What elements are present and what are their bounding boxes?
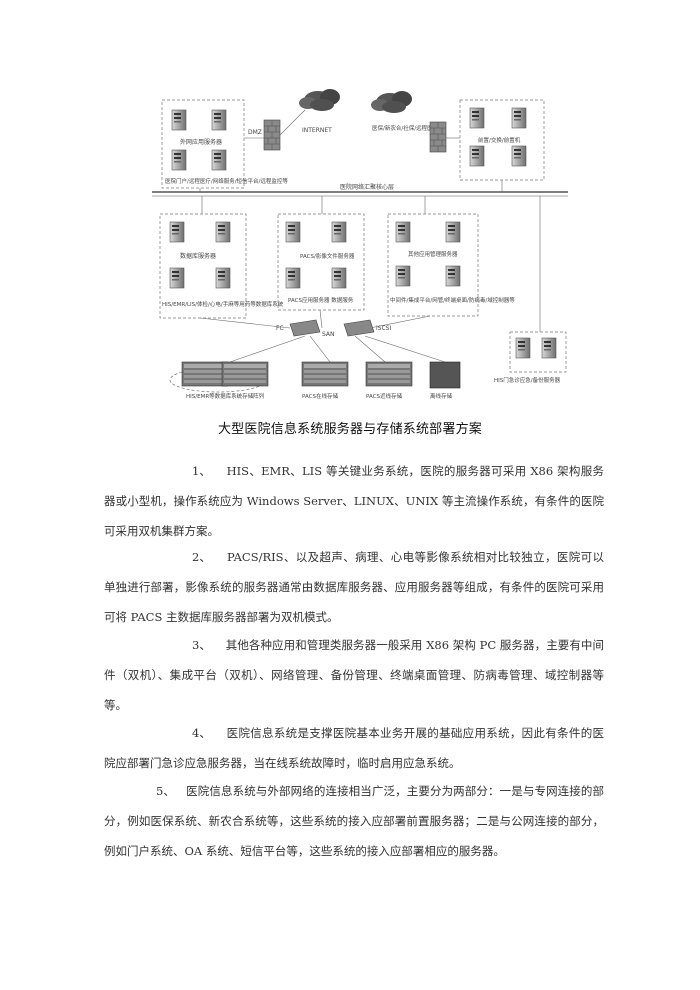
database-server-group: 数据库服务器 HIS/EMR/LIS/体检/心电/手麻等用药等数据库系统 — [159, 213, 284, 319]
paragraph-number: 4、 — [192, 726, 211, 740]
pacs-online-storage-icon — [301, 361, 349, 387]
network-deployment-diagram: 外网应用服务器 医院门户/远程医疗/网络服务/短信平台/远程监控等 DMZ IN… — [140, 80, 580, 415]
right-firewall-icon — [429, 121, 447, 153]
his-storage-label: HIS/EMR等数据库系统存储阵列 — [186, 392, 265, 400]
pacs-group-label: PACS应用服务器 数据服务 — [288, 296, 354, 304]
paragraph-text: 医院信息系统是支撑医院基本业务开展的基础应用系统，因此有条件的医院应部署门急诊应… — [104, 726, 604, 770]
dmz-firewall-icon — [263, 119, 281, 151]
pacs-server-label: PACS/影像文件服务器 — [300, 252, 355, 260]
pacs-nearline-label: PACS近线存储 — [366, 392, 402, 400]
dmz-label: DMZ — [248, 129, 262, 136]
pacs-nearline-storage-icon — [365, 361, 413, 387]
paragraph-4: 4、 医院信息系统是支撑医院基本业务开展的基础应用系统，因此有条件的医院应部署门… — [104, 718, 604, 778]
paragraph-number: 2、 — [192, 550, 211, 564]
pacs-server-group: PACS/影像文件服务器 PACS应用服务器 数据服务 — [277, 213, 365, 311]
internet-label: INTERNET — [302, 127, 332, 134]
san-label: SAN — [322, 331, 335, 338]
other-server-group: 其他应用管理服务器 中间件/集成平台/网管/终端桌面/防病毒/域控制器等 — [387, 213, 515, 317]
db-server-label: 数据库服务器 — [180, 252, 216, 260]
paragraph-number: 5、 — [156, 784, 175, 798]
paragraph-number: 3、 — [192, 638, 211, 652]
pacs-online-label: PACS在线存储 — [302, 392, 338, 400]
paragraph-1: 1、 HIS、EMR、LIS 等关键业务系统，医院的服务器可采用 X86 架构服… — [104, 456, 604, 546]
his-system-label: HIS/EMR/LIS/体检/心电/手麻等用药等数据库系统 — [162, 300, 284, 308]
iscsi-switch-icon — [343, 319, 375, 337]
paragraph-text: 其他各种应用和管理类服务器一般采用 X86 架构 PC 服务器，主要有中间件（双… — [104, 638, 604, 712]
emergency-server-group: HIS门急诊应急/备份服务器 — [494, 331, 567, 384]
paragraph-3: 3、 其他各种应用和管理类服务器一般采用 X86 架构 PC 服务器，主要有中间… — [104, 630, 604, 720]
paragraph-2: 2、 PACS/RIS、以及超声、病理、心电等影像系统相对比较独立，医院可以单独… — [104, 542, 604, 632]
iscsi-label: iSCSI — [376, 325, 391, 332]
core-layer-label: 医院网络汇聚核心层 — [340, 183, 394, 191]
offline-label: 离线存储 — [430, 392, 453, 400]
paragraph-text: HIS、EMR、LIS 等关键业务系统，医院的服务器可采用 X86 架构服务器或… — [104, 464, 605, 538]
external-app-servers-label: 外网应用服务器 — [180, 138, 222, 146]
his-storage-array-icon — [181, 361, 229, 387]
fc-switch-icon — [289, 319, 321, 337]
emergency-label: HIS门急诊应急/备份服务器 — [494, 376, 561, 384]
offline-storage-icon — [429, 361, 461, 389]
paragraph-5: 5、 医院信息系统与外部网络的连接相当广泛，主要分为两部分：一是与专网连接的部分… — [104, 776, 604, 866]
remote-network-cloud-icon — [371, 91, 412, 113]
remote-label: 医保/新农合/社保/远程医疗 — [372, 124, 439, 132]
other-system-label: 中间件/集成平台/网管/终端桌面/防病毒/域控制器等 — [390, 296, 515, 304]
other-server-label: 其他应用管理服务器 — [408, 250, 458, 258]
paragraph-number: 1、 — [192, 464, 211, 478]
paragraph-text: 医院信息系统与外部网络的连接相当广泛，主要分为两部分：一是与专网连接的部分，例如… — [104, 784, 605, 858]
front-servers-label: 前置/交换/前置机 — [478, 136, 521, 144]
paragraph-text: PACS/RIS、以及超声、病理、心电等影像系统相对比较独立，医院可以单独进行部… — [104, 550, 605, 624]
fc-label: FC — [276, 325, 284, 332]
front-server-group: 前置/交换/前置机 — [459, 99, 545, 181]
external-app-services-label: 医院门户/远程医疗/网络服务/短信平台/远程监控等 — [165, 177, 288, 185]
internet-cloud-icon — [299, 89, 340, 111]
figure-caption: 大型医院信息系统服务器与存储系统部署方案 — [217, 422, 482, 437]
external-app-server-group: 外网应用服务器 医院门户/远程医疗/网络服务/短信平台/远程监控等 — [161, 99, 288, 189]
